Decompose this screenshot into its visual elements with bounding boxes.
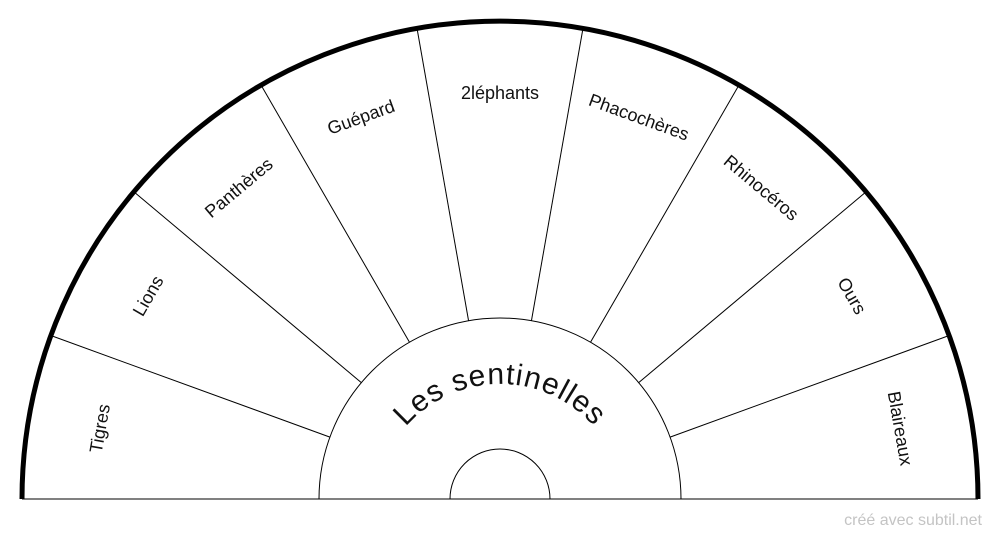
segment-label-5: 2léphants [461,83,539,103]
segment-dividers [50,28,950,438]
inner-ring [318,317,682,500]
segment-divider-2 [133,191,362,384]
center-hole [449,448,551,500]
segment-divider-4 [416,28,470,321]
credit-text: créé avec subtil.net [844,512,982,529]
segment-divider-7 [638,191,867,384]
segment-divider-5 [530,28,584,321]
segment-divider-8 [669,335,950,438]
segment-divider-3 [260,84,410,343]
segment-divider-6 [590,84,740,343]
outer-ring [19,18,981,500]
segment-divider-1 [50,335,331,438]
